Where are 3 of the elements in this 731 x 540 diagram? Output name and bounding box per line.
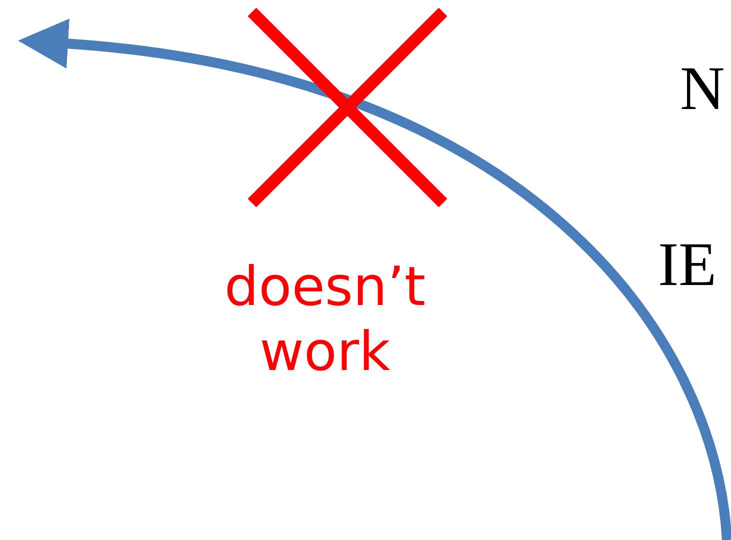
heading-text: IE: [658, 230, 717, 301]
heading-text: N: [680, 54, 725, 125]
status-note: doesn’t work: [223, 255, 427, 385]
